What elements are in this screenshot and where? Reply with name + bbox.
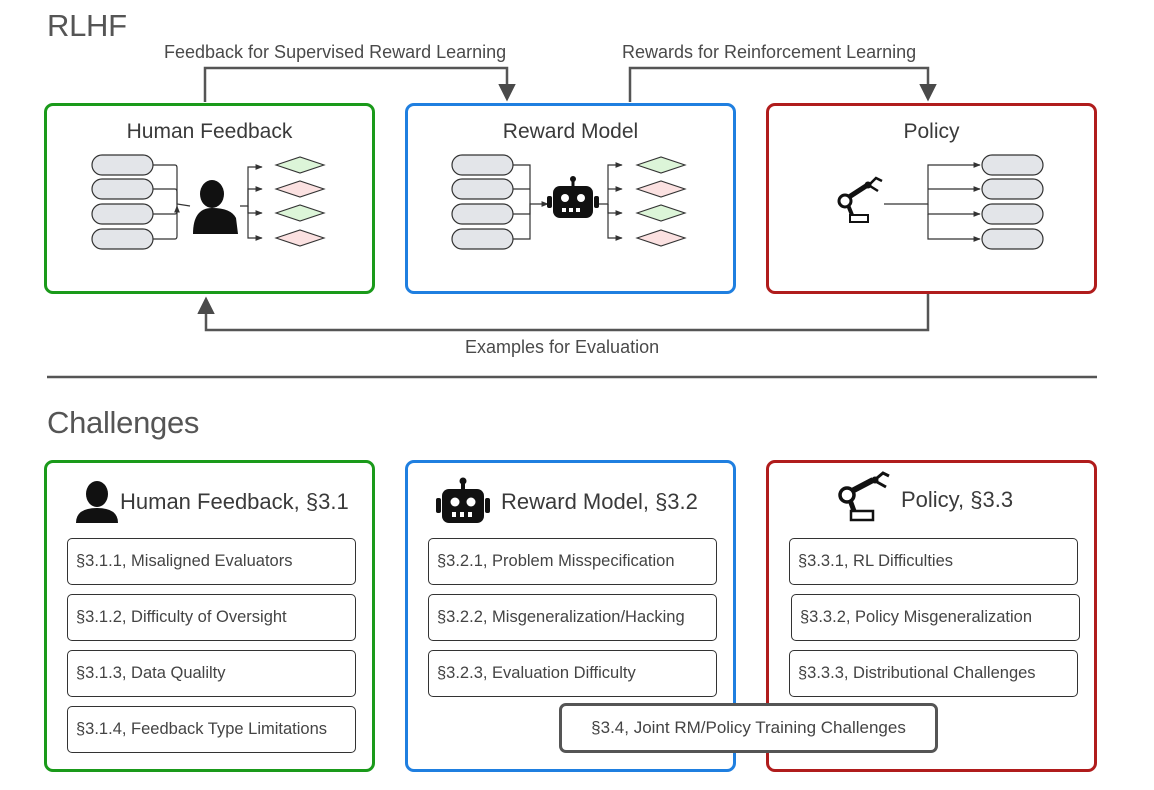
challenge-item: §3.3.2, Policy Misgeneralization <box>791 594 1080 641</box>
robot-icon <box>436 477 490 523</box>
rewards-label: Rewards for Reinforcement Learning <box>622 42 917 62</box>
panel-title: Policy <box>903 120 960 143</box>
feedback-label: Feedback for Supervised Reward Learning <box>164 42 507 62</box>
challenge-title: Reward Model, §3.2 <box>501 489 698 514</box>
input-pills <box>91 154 154 250</box>
human-feedback-challenges-panel: Human Feedback, §3.1 §3.1.1, Misaligned … <box>44 460 375 772</box>
reward-model-challenges-panel: Reward Model, §3.2 §3.2.1, Problem Missp… <box>405 460 736 772</box>
feedback-arrow <box>203 66 516 102</box>
person-icon <box>193 180 238 234</box>
robot-arm-icon <box>837 176 883 223</box>
challenge-item: §3.1.4, Feedback Type Limitations <box>67 706 356 753</box>
person-icon <box>76 481 118 523</box>
rewards-arrow <box>628 66 937 102</box>
challenge-item: §3.1.1, Misaligned Evaluators <box>67 538 356 585</box>
joint-challenge-box: §3.4, Joint RM/Policy Training Challenge… <box>559 703 938 753</box>
challenge-item: §3.2.1, Problem Misspecification <box>428 538 717 585</box>
robot-icon <box>547 176 599 218</box>
rlhf-title: RLHF <box>47 8 127 43</box>
challenge-title: Human Feedback, §3.1 <box>120 489 349 514</box>
challenge-item: §3.3.3, Distributional Challenges <box>789 650 1078 697</box>
challenge-item: §3.2.2, Misgeneralization/Hacking <box>428 594 717 641</box>
robot-arm-icon <box>838 471 890 522</box>
output-diamonds <box>274 156 326 247</box>
challenge-item: §3.1.2, Difficulty of Oversight <box>67 594 356 641</box>
panel-title: Human Feedback <box>126 120 293 143</box>
panel-title: Reward Model <box>502 120 639 143</box>
challenge-item: §3.1.3, Data Qualilty <box>67 650 356 697</box>
challenge-item: §3.2.3, Evaluation Difficulty <box>428 650 717 697</box>
challenges-title: Challenges <box>47 405 200 440</box>
evaluation-label: Examples for Evaluation <box>465 337 660 357</box>
challenge-title: Policy, §3.3 <box>901 487 1014 512</box>
policy-panel: Policy <box>766 103 1097 294</box>
challenge-item: §3.3.1, RL Difficulties <box>789 538 1078 585</box>
evaluation-arrow <box>197 294 930 332</box>
